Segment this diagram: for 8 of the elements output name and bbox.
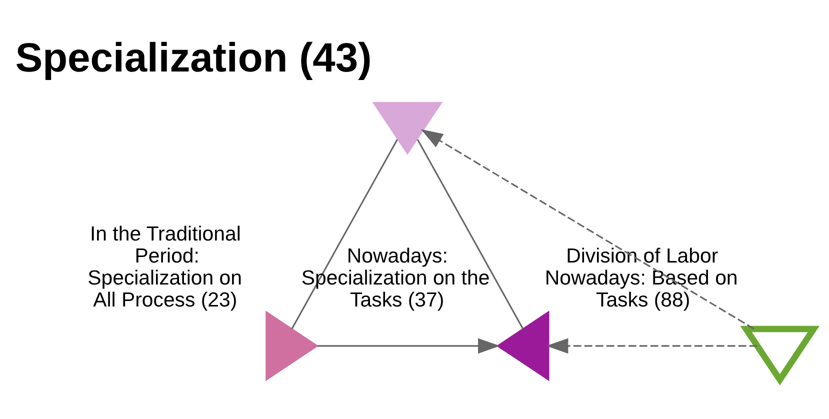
arrow	[546, 338, 758, 354]
arrow	[317, 338, 500, 354]
node-label: In the Traditional Period: Specialization on All Process (23)	[88, 222, 242, 311]
connector	[416, 138, 524, 329]
node-label: Specialization (43)	[15, 34, 372, 80]
arrow	[420, 128, 754, 330]
connector	[291, 138, 398, 329]
node-label: Division of Labor Nowadays: Based on Tasks (88)	[544, 244, 738, 311]
